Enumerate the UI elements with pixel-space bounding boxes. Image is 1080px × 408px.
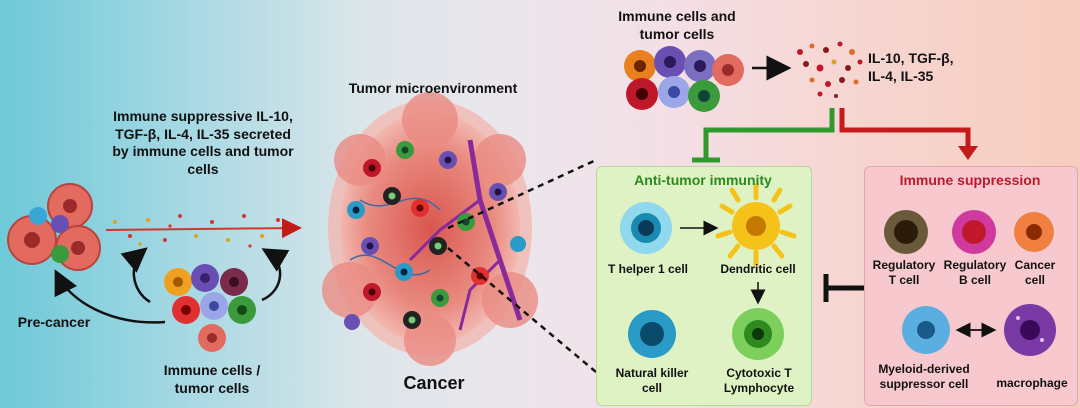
regulatory-t-label: Regulatory T cell [872,258,936,287]
immune-suppression-panel [864,166,1078,406]
t-helper-1-label: T helper 1 cell [607,262,689,276]
tumor-microenvironment-title: Tumor microenvironment [348,80,518,96]
anti-tumor-title: Anti-tumor immunity [634,172,772,188]
immune-tumor-cluster-left [164,264,256,352]
immune-tumor-cells-label: Immune cells / tumor cells [163,362,261,396]
regulatory-t-cell [884,210,928,254]
dendritic-cell-label: Dendritic cell [720,262,796,276]
secretion-description: Immune suppressive IL-10, TGF-β, IL-4, I… [112,108,294,177]
secretion-arrow [105,214,302,248]
regulatory-b-label: Regulatory B cell [943,258,1007,287]
tumor-mass [322,92,538,366]
myeloid-derived-suppressor-cell [902,306,950,354]
cytokine-particles [797,41,863,98]
mdsc-label: Myeloid-derived suppressor cell [878,362,970,391]
macrophage-label: macrophage [996,376,1068,390]
precancer-cluster [7,183,101,271]
cytotoxic-t-lymphocyte [732,308,784,360]
regulatory-b-cell [952,210,996,254]
natural-killer-cell [628,310,676,358]
t-helper-1-cell [620,202,672,254]
immune-tumor-cluster-top [624,46,744,112]
immune-tumor-cells-top-label: Immune cells and tumor cells [618,8,736,42]
dendritic-cell [715,183,797,267]
cancer-cell [1014,212,1054,252]
precancer-label: Pre-cancer [17,314,91,330]
immune-suppression-title: Immune suppression [899,172,1041,188]
anti-tumor-panel [596,166,812,406]
cytotoxic-t-label: Cytotoxic T Lymphocyte [723,366,795,395]
macrophage-cell [1004,304,1056,356]
cancer-label: Cancer [403,373,465,393]
cancer-cell-label: Cancer cell [1014,258,1056,287]
cytokines-label: IL-10, TGF-β, IL-4, IL-35 [868,50,954,84]
natural-killer-label: Natural killer cell [615,366,689,395]
